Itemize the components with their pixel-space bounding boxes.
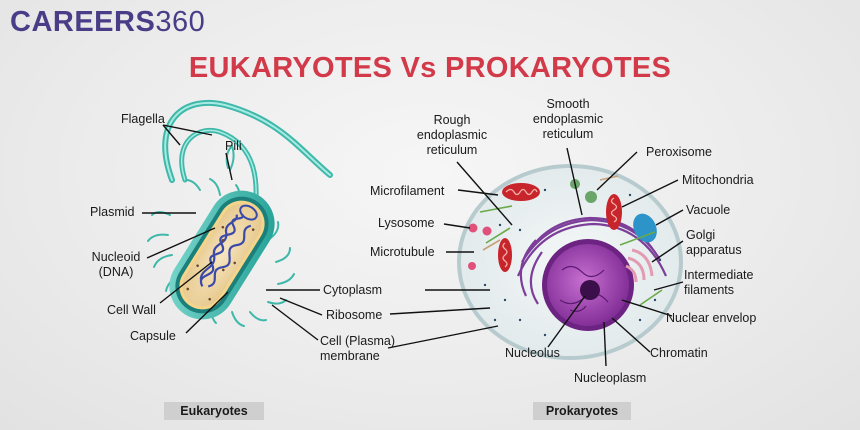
bacterium bbox=[142, 99, 333, 341]
logo-text-360: 360 bbox=[155, 6, 206, 38]
label-nucleoid-line2: (DNA) bbox=[98, 265, 134, 279]
label-rough-er-line3: reticulum bbox=[426, 143, 478, 157]
label-ribosome: Ribosome bbox=[326, 308, 383, 322]
label-plasmid: Plasmid bbox=[90, 205, 135, 219]
nucleoid-dna bbox=[199, 214, 252, 288]
label-intermediate-filaments: Intermediate filaments bbox=[684, 268, 753, 298]
caption-eukaryotes: Eukaryotes bbox=[164, 402, 264, 420]
label-flagella: Flagella bbox=[121, 112, 165, 126]
right-leader-lines bbox=[387, 147, 684, 367]
label-mitochondria: Mitochondria bbox=[682, 173, 754, 187]
label-golgi-line2: apparatus bbox=[686, 243, 742, 257]
label-golgi: Golgi apparatus bbox=[686, 228, 742, 258]
vacuole-shape bbox=[633, 213, 657, 243]
label-cell-membrane-line2: membrane bbox=[320, 349, 380, 363]
cytoplasm-shape bbox=[182, 203, 262, 307]
mitochondrion-2 bbox=[606, 194, 622, 230]
label-smooth-er: Smooth endoplasmic reticulum bbox=[528, 97, 608, 142]
label-nucleoid-line1: Nucleoid bbox=[91, 250, 141, 264]
label-lysosome: Lysosome bbox=[378, 216, 435, 230]
label-cytoplasm: Cytoplasm bbox=[323, 283, 383, 297]
label-rough-er-line2: endoplasmic bbox=[416, 128, 488, 142]
caption-prokaryotes: Prokaryotes bbox=[533, 402, 631, 420]
left-leader-lines bbox=[142, 124, 323, 341]
label-intermediate-line2: filaments bbox=[684, 283, 735, 297]
label-nuclear-envelop: Nuclear envelop bbox=[666, 311, 757, 325]
animal-cell bbox=[387, 147, 684, 367]
label-nucleolus: Nucleolus bbox=[505, 346, 560, 360]
label-chromatin: Chromatin bbox=[650, 346, 708, 360]
label-rough-er-line1: Rough bbox=[433, 113, 471, 127]
label-cell-membrane: Cell (Plasma) membrane bbox=[320, 334, 395, 364]
label-rough-er: Rough endoplasmic reticulum bbox=[412, 113, 492, 158]
careers360-logo[interactable]: CAREERS360 bbox=[10, 6, 205, 38]
golgi-shape bbox=[625, 248, 654, 283]
label-smooth-er-line1: Smooth bbox=[546, 97, 590, 111]
label-cell-membrane-line1: Cell (Plasma) bbox=[320, 334, 396, 348]
label-capsule: Capsule bbox=[130, 329, 176, 343]
label-microfilament: Microfilament bbox=[370, 184, 445, 198]
label-golgi-line1: Golgi bbox=[686, 228, 716, 242]
label-pili: Pili bbox=[225, 139, 242, 153]
label-peroxisome: Peroxisome bbox=[646, 145, 712, 159]
filaments bbox=[479, 205, 663, 306]
label-intermediate-line1: Intermediate bbox=[684, 268, 754, 282]
page-title: EUKARYOTES Vs PROKARYOTES bbox=[188, 52, 672, 84]
logo-text-careers: CAREERS bbox=[10, 6, 156, 38]
label-nucleoplasm: Nucleoplasm bbox=[574, 371, 647, 385]
nucleolus-shape bbox=[580, 280, 600, 300]
label-vacuole: Vacuole bbox=[686, 203, 731, 217]
label-microtubule: Microtubule bbox=[370, 245, 435, 259]
plasmid-ring bbox=[239, 204, 258, 221]
label-smooth-er-line2: endoplasmic bbox=[532, 112, 604, 126]
label-nucleoid: Nucleoid (DNA) bbox=[88, 250, 144, 280]
label-cell-wall: Cell Wall bbox=[107, 303, 156, 317]
mitochondrion-1 bbox=[502, 183, 540, 201]
label-smooth-er-line3: reticulum bbox=[542, 127, 594, 141]
lysosome-shape bbox=[468, 223, 478, 233]
